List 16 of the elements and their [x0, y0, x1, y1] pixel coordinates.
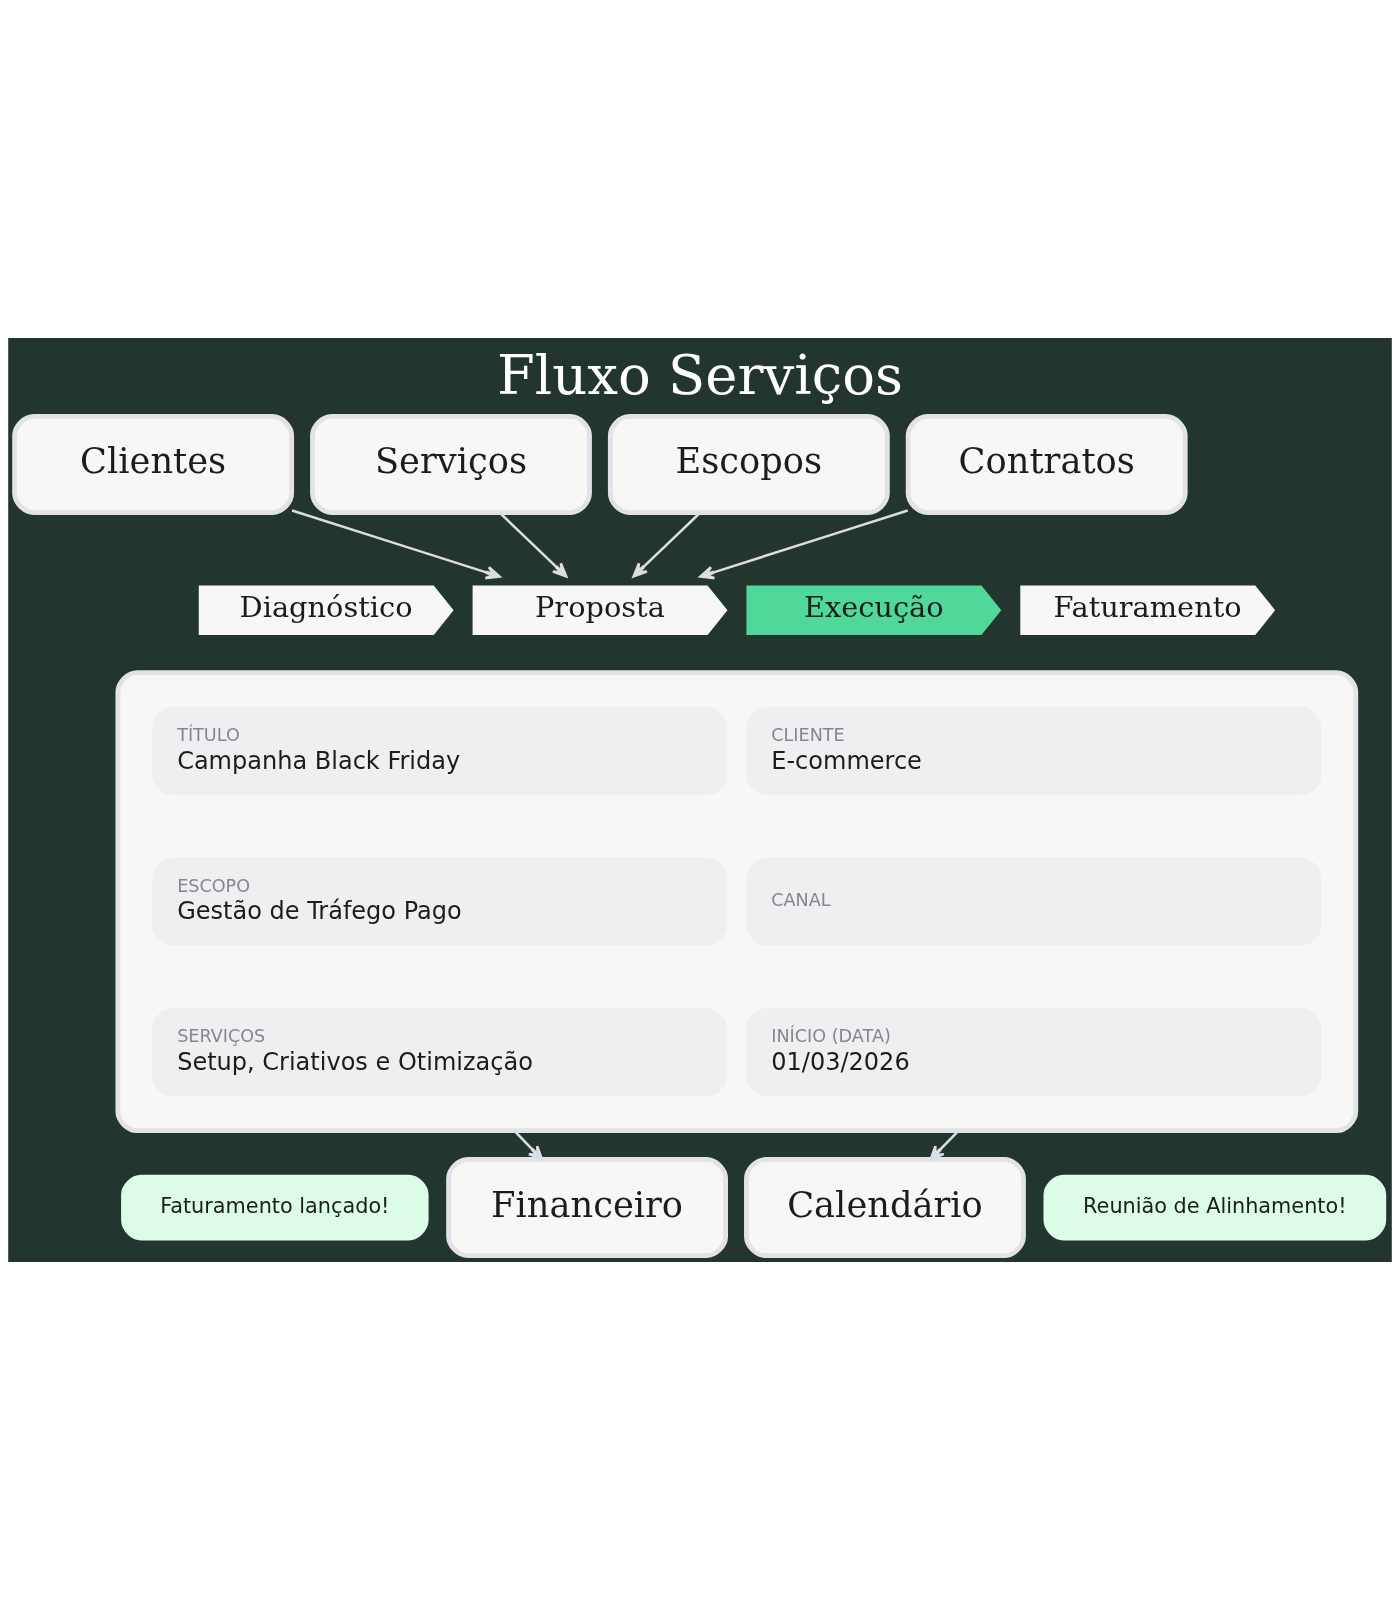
node-box: Contratos — [905, 414, 1188, 515]
arrow — [498, 511, 568, 578]
arrow — [513, 1129, 544, 1161]
node-box: Reunião de Alinhamento! — [1043, 1174, 1387, 1241]
node-box: Calendário — [744, 1157, 1026, 1258]
arrow — [929, 1129, 960, 1161]
node-box: Clientes — [12, 414, 295, 515]
node-box: Serviços — [310, 414, 592, 515]
node-box: Escopos — [607, 414, 890, 515]
arrow — [699, 509, 909, 580]
node-box: Faturamento lançado! — [121, 1174, 429, 1241]
arrow — [632, 511, 701, 578]
node-box: Financeiro — [446, 1157, 728, 1258]
diagram-title: Fluxo Serviços — [497, 343, 903, 408]
arrow — [291, 509, 501, 580]
cluster — [115, 670, 1359, 1134]
